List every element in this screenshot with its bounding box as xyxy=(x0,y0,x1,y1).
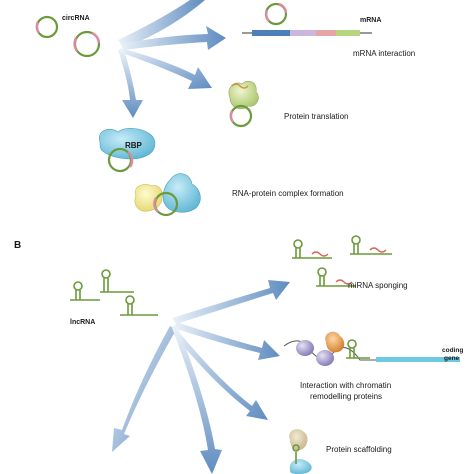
panel-b-letter: B xyxy=(14,240,21,251)
mechanism-rna-protein-complex: RNA-protein complex formation xyxy=(232,189,344,198)
arrow-to-protein-translation xyxy=(120,48,212,89)
arrow-to-rna-protein-complex xyxy=(118,50,143,118)
coding-label: coding xyxy=(442,347,463,354)
arrow-to-chromatin xyxy=(174,322,280,360)
mirna-sponging-illustration xyxy=(292,235,392,287)
panel-a: circRNA mRNA mRNA interaction xyxy=(35,0,415,217)
circrna-icon-small xyxy=(35,15,59,39)
mechanism-mirna-sponging: miRNA sponging xyxy=(348,281,408,290)
rbp-label: RBP xyxy=(125,141,143,150)
mechanism-protein-translation: Protein translation xyxy=(284,112,348,121)
circrna-icon-large xyxy=(73,30,101,58)
panel-b-arrows xyxy=(112,280,290,474)
panel-a-arrows xyxy=(118,0,226,118)
mechanism-chromatin-line2: remodelling proteins xyxy=(310,392,382,401)
arrow-to-mrna-interaction xyxy=(120,26,226,50)
circrna-label: circRNA xyxy=(62,15,90,22)
arrow-to-top xyxy=(118,0,205,48)
chromatin-remodelling-illustration xyxy=(283,331,460,366)
panel-b: B lncRNA xyxy=(14,235,463,474)
gene-label: gene xyxy=(444,355,460,362)
arrow-to-bottom xyxy=(172,328,222,474)
lncrna-label: lncRNA xyxy=(70,319,95,326)
mrna-interaction-illustration xyxy=(242,2,372,36)
protein-translation-illustration xyxy=(228,80,259,128)
lncrna-illustration xyxy=(70,269,158,316)
rna-protein-complex-illustration xyxy=(134,173,201,217)
rbp-protein xyxy=(99,128,156,173)
mechanism-mrna-interaction: mRNA interaction xyxy=(353,49,415,58)
arrow-to-lower-left xyxy=(112,326,176,452)
mechanism-chromatin-line1: Interaction with chromatin xyxy=(300,381,391,390)
protein-scaffolding-illustration xyxy=(289,429,312,474)
mechanism-protein-scaffolding: Protein scaffolding xyxy=(326,445,392,454)
arrow-to-mirna-sponging xyxy=(172,280,290,324)
mrna-label: mRNA xyxy=(360,17,381,24)
